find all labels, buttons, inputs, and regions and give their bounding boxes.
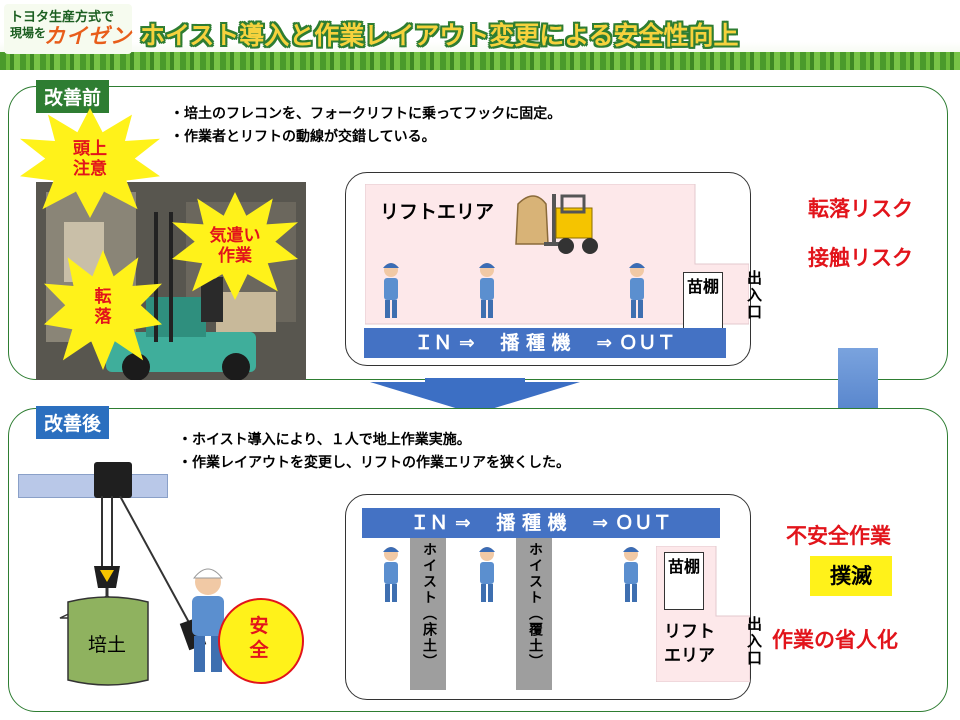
safety-badge-text: 安全 <box>249 615 269 661</box>
logo-text-line2: 現場を <box>10 26 47 40</box>
burst-fall-text: 転落 <box>94 287 112 327</box>
grass-decoration <box>0 52 960 70</box>
after-bullet-1: ・ホイスト導入により、１人で地上作業実施。 <box>178 432 471 448</box>
hoist-zone-2-label: ホイスト（覆土） <box>527 542 543 670</box>
result-labor-saving: 作業の省人化 <box>772 628 898 652</box>
soil-bag-label: 培土 <box>88 634 127 656</box>
after-section-label: 改善後 <box>36 406 110 439</box>
hoist-unit <box>94 462 132 498</box>
down-arrow-center <box>370 378 580 414</box>
hoist-rail <box>18 474 168 498</box>
logo <box>4 4 132 54</box>
worker-icon-4 <box>383 547 399 602</box>
seeder-line-before: ＩＮ ⇒ 播 種 機 ⇒ ＯＵＴ <box>364 328 726 358</box>
lift-area-label-before: リフトエリア <box>380 201 495 223</box>
worker-icon-6 <box>623 547 639 602</box>
lift-area-before <box>365 184 749 325</box>
hoist-zone-1-label: ホイスト（床土） <box>421 542 437 670</box>
forklift-icon <box>515 194 598 254</box>
seeder-line-after: ＩＮ ⇒ 播 種 機 ⇒ ＯＵＴ <box>362 508 720 538</box>
hoist-zone-1 <box>410 538 446 690</box>
before-bullet-2: ・作業者とリフトの動線が交錯している。 <box>170 129 436 145</box>
before-bullet-1: ・培土のフレコンを、フォークリフトに乗ってフックに固定。 <box>170 106 562 122</box>
result-eliminated-badge: 撲滅 <box>810 556 892 596</box>
logo-text-line1: トヨタ生産方式で <box>10 10 115 25</box>
exit-label-before: 出入口 <box>745 270 763 321</box>
seedling-shelf-after: 苗棚 <box>664 552 704 610</box>
exit-label-after: 出入口 <box>745 616 763 667</box>
page-title: ホイスト導入と作業レイアウト変更による安全性向上 <box>140 21 739 50</box>
burst-overhead-caution-text: 頭上注意 <box>73 139 107 179</box>
logo-text-line3: カイゼン <box>44 24 132 48</box>
risk-fall: 転落リスク <box>808 197 913 221</box>
burst-careful-work-text: 気遣い作業 <box>209 226 261 266</box>
after-bullet-2: ・作業レイアウトを変更し、リフトの作業エリアを狭くした。 <box>178 455 570 471</box>
result-unsafe-work: 不安全作業 <box>786 524 891 548</box>
soil-bag-icon <box>67 596 149 686</box>
worker-icon-1 <box>383 263 399 318</box>
worker-icon-3 <box>629 263 645 318</box>
seedling-shelf-before: 苗棚 <box>683 272 723 330</box>
lift-area-label-after: リフト エリア <box>664 622 715 666</box>
worker-icon-5 <box>479 547 495 602</box>
risk-contact: 接触リスク <box>808 246 913 270</box>
before-section-label: 改善前 <box>36 80 110 113</box>
hoist-zone-2 <box>516 538 552 690</box>
worker-icon-2 <box>479 263 495 318</box>
worker-with-remote-icon <box>192 568 224 672</box>
safety-badge <box>218 598 304 684</box>
